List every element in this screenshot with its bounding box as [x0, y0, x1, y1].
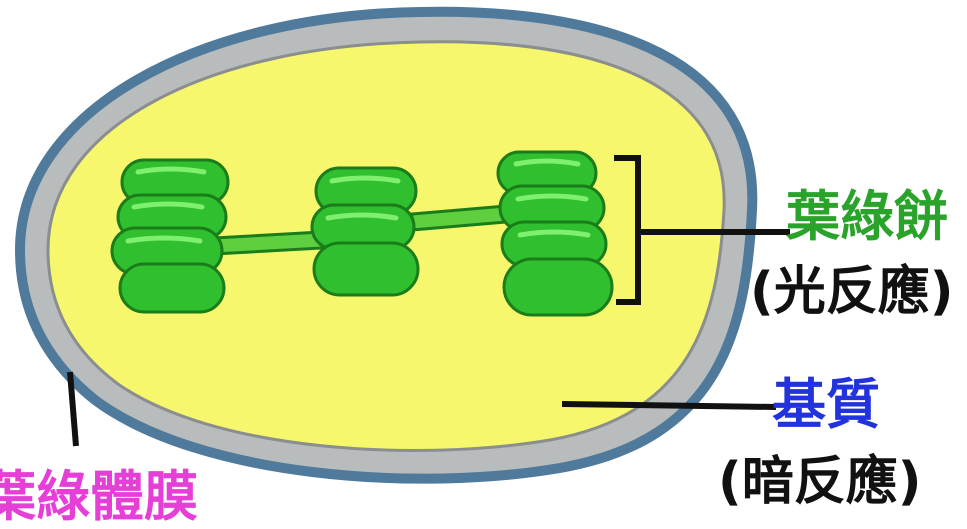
- grana-label: 葉綠餅: [786, 190, 948, 244]
- membrane-label: 葉綠體膜: [0, 470, 198, 524]
- grana-sublabel: (光反應): [750, 266, 954, 318]
- stroma-label: 基質: [772, 378, 880, 432]
- granum-middle: [312, 168, 418, 295]
- granum-right: [498, 152, 612, 315]
- stroma-leader-line: [562, 404, 776, 407]
- stroma-sublabel: (暗反應): [718, 456, 922, 508]
- granum-left: [112, 160, 228, 312]
